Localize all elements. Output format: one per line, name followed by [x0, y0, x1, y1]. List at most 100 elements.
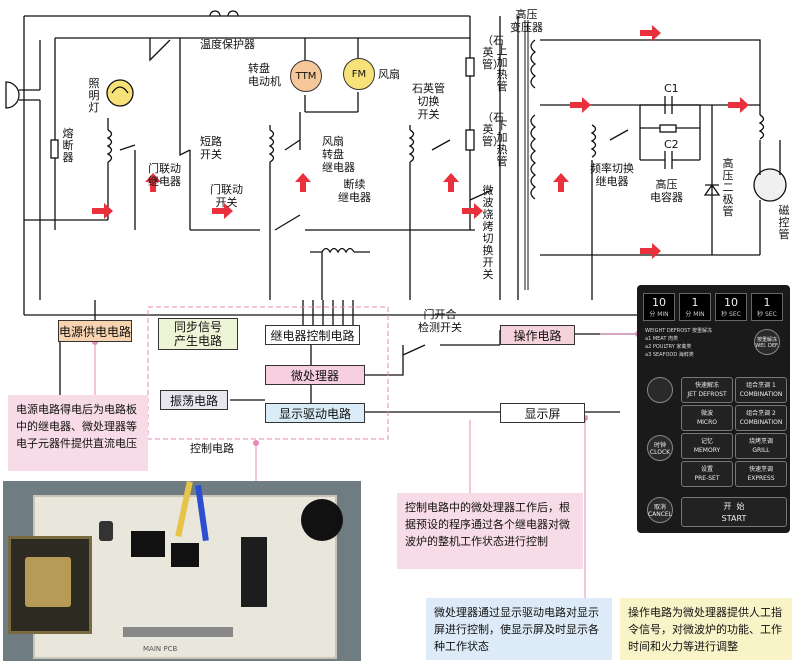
note-display: 微处理器通过显示驱动电路对显示屏进行控制，使显示屏及时显示各种工作状态 — [426, 598, 612, 660]
signal-arrows — [92, 25, 749, 259]
block-relay-control: 继电器控制电路 — [265, 325, 360, 345]
weight-option-a2: a2 POULTRY 家禽类 — [645, 344, 692, 350]
label-upper-heater: 上加热管 — [496, 44, 508, 93]
label-hv-capacitor: 高压 电容器 — [650, 178, 683, 204]
ttm-motor: TTM — [290, 60, 322, 92]
label-fan: 风扇 — [378, 68, 400, 81]
main-bus-wire — [23, 15, 640, 316]
plug-wires — [19, 40, 41, 300]
lower-heater-symbol — [465, 129, 475, 151]
block-display-screen: 显示屏 — [500, 403, 585, 423]
door-interlock-switch — [190, 214, 475, 231]
pcb-buzzer — [301, 499, 343, 541]
fan-relay-contact — [284, 112, 301, 151]
pcb-transformer — [8, 536, 92, 634]
weight-defrost-button[interactable]: 按重解冻 WEI. DEF. — [754, 329, 780, 355]
door-detect-switch — [402, 344, 426, 356]
pcb-chip — [241, 537, 267, 607]
label-c2: C2 — [664, 138, 679, 151]
pcb-relay-2 — [171, 543, 199, 567]
fuse-symbol — [50, 139, 59, 159]
express-button[interactable]: 快速烹调 EXPRESS — [735, 461, 787, 487]
onoff-relay-coil — [321, 247, 355, 254]
upper-heater-symbol — [465, 57, 475, 77]
label-door-detect: 门开合 检测开关 — [418, 308, 462, 334]
fan-relay-coil — [268, 129, 275, 163]
capacitor-c1 — [640, 96, 700, 114]
note-operation: 操作电路为微处理器提供人工指令信号，对微波炉的功能、工作时间和火力等进行调整 — [620, 598, 792, 660]
weight-defrost-title: WEIGHT DEFROST 按重解冻 — [645, 328, 712, 334]
label-hv-transformer: 高压 变压器 — [510, 8, 543, 34]
door-relay-coil — [106, 129, 113, 163]
fm-fan: FM — [343, 58, 375, 90]
label-thermostat: 温度保护器 — [200, 38, 255, 51]
block-operation: 操作电路 — [500, 325, 575, 345]
block-microprocessor: 微处理器 — [265, 365, 365, 385]
block-display-driver: 显示驱动电路 — [265, 403, 365, 423]
pcb-capacitor — [99, 521, 113, 541]
label-door-relay: 门联动 继电器 — [148, 162, 181, 188]
weight-option-a1: a1 MEAT 肉类 — [645, 336, 678, 342]
label-lamp: 照明灯 — [88, 77, 100, 114]
magnetron-symbol — [753, 168, 787, 202]
note-power: 电源电路得电后为电路板中的继电器、微处理器等电子元器件提供直流电压 — [8, 395, 148, 471]
label-onoff-relay: 断续 继电器 — [338, 178, 371, 204]
label-short-switch: 短路 开关 — [200, 135, 222, 161]
control-circuit-boundary — [147, 306, 389, 440]
start-button[interactable]: 开 始 START — [681, 497, 787, 527]
label-control-circuit: 控制电路 — [190, 442, 234, 455]
freq-relay-contact — [591, 129, 629, 300]
label-c1: C1 — [664, 82, 679, 95]
jet-defrost-button[interactable]: 快速解冻 JET DEFROST — [681, 377, 733, 403]
memory-button[interactable]: 记忆 MEMORY — [681, 433, 733, 459]
block-oscillator: 振荡电路 — [160, 390, 228, 410]
door-relay-contact — [119, 144, 136, 230]
weight-defrost-info: WEIGHT DEFROST 按重解冻 a1 MEAT 肉类 a2 POULTR… — [645, 327, 745, 359]
plug-symbol — [5, 81, 20, 109]
label-door-switch: 门联动 开关 — [210, 183, 243, 209]
label-freq-relay: 频率切换 继电器 — [590, 162, 634, 188]
hv-diode-symbol — [703, 105, 721, 255]
clock-button[interactable]: 时钟 CLOCK — [647, 435, 673, 461]
transformer-secondary — [530, 114, 537, 200]
pcb-relay-1 — [131, 531, 165, 557]
mw-grill-switch — [469, 16, 501, 300]
label-quartz-switch: 石英管 切换 开关 — [412, 82, 445, 121]
transformer-primary — [530, 39, 537, 89]
quartz-relay-coil — [408, 129, 415, 163]
preset-button[interactable]: 设置 PRE-SET — [681, 461, 733, 487]
thermostat-symbol — [209, 10, 239, 17]
block-power-supply: 电源供电电路 — [58, 320, 132, 342]
label-fan-relay: 风扇 转盘 继电器 — [322, 135, 355, 174]
label-fuse: 熔断器 — [62, 127, 74, 164]
combination-1-button[interactable]: 组合烹调 1 COMBINATION — [735, 377, 787, 403]
capacitor-c2 — [640, 151, 700, 169]
dial-knob[interactable] — [647, 377, 673, 403]
label-ttm: 转盘 电动机 — [248, 62, 281, 88]
quartz-switch-contact — [431, 139, 451, 151]
label-upper-heater-sub: （石英管） — [482, 34, 504, 71]
pcb-silkscreen: MAIN PCB — [143, 645, 178, 653]
pcb-photo: MAIN PCB — [3, 481, 361, 661]
cancel-button[interactable]: 取消 CANCEL — [647, 497, 673, 523]
pcb-connector — [123, 627, 233, 637]
label-magnetron: 磁控管 — [778, 204, 790, 241]
resistor-symbol — [659, 124, 677, 133]
label-hv-diode: 高压二极管 — [722, 157, 734, 218]
label-lower-heater: 下加热管 — [496, 119, 508, 168]
combination-2-button[interactable]: 组合烹调 2 COMBINATION — [735, 405, 787, 431]
label-mw-grill-switch: 微波烧烤切换开关 — [482, 184, 494, 281]
relay-control-lines — [302, 300, 354, 325]
label-lower-heater-sub: （石英管） — [482, 111, 504, 148]
freq-relay-coil — [590, 124, 597, 158]
lamp-symbol — [106, 79, 134, 107]
short-switch — [149, 38, 191, 230]
note-mcu: 控制电路中的微处理器工作后，根据预设的程序通过各个继电器对微波炉的整机工作状态进… — [397, 493, 583, 569]
grill-button[interactable]: 烧烤烹调 GRILL — [735, 433, 787, 459]
micro-button[interactable]: 微波 MICRO — [681, 405, 733, 431]
